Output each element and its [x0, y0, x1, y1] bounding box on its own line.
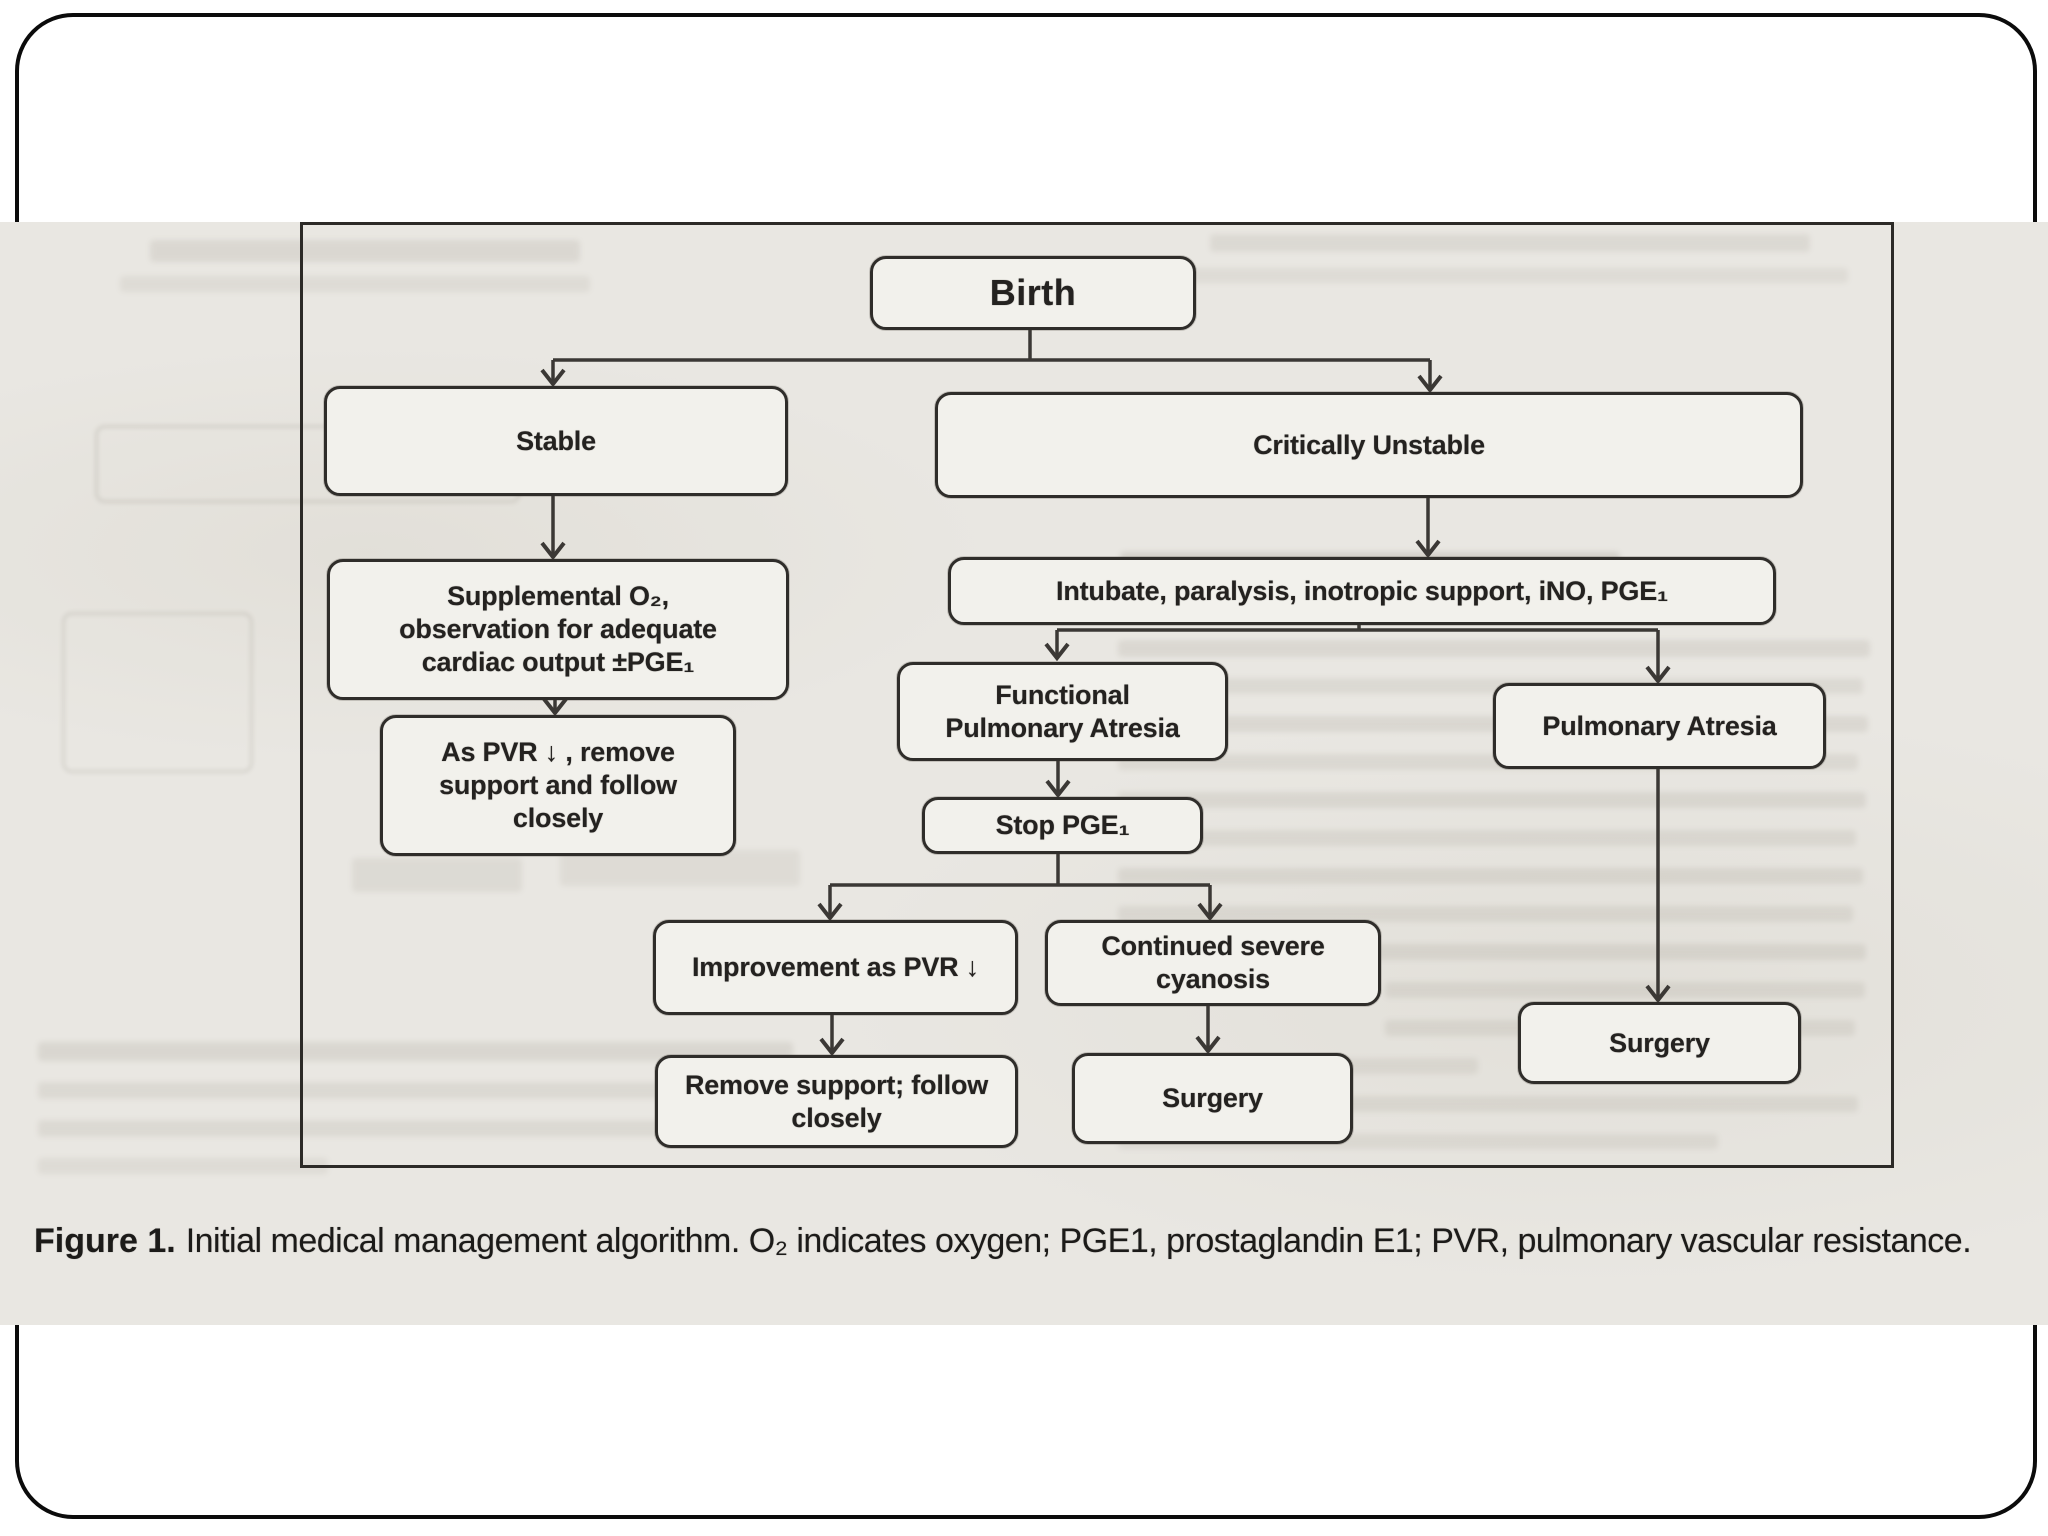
node-functional-pulmonary-atresia: Functional Pulmonary Atresia: [897, 662, 1228, 761]
node-pulmonary-atresia-label: Pulmonary Atresia: [1542, 710, 1777, 741]
node-supplemental-o2-label: Supplemental O₂, observation for adequat…: [399, 581, 717, 677]
node-stop-pge1-label: Stop PGE₁: [995, 810, 1130, 841]
node-birth-label: Birth: [989, 272, 1077, 314]
ghost-text-smudge: [38, 1082, 773, 1099]
figure-caption: Figure 1.Initial medical management algo…: [34, 1222, 2029, 1261]
node-supplemental-o2: Supplemental O₂, observation for adequat…: [327, 559, 789, 700]
figure-caption-number: Figure 1.: [34, 1222, 176, 1260]
node-functional-pulmonary-atresia-label: Functional Pulmonary Atresia: [945, 679, 1180, 743]
ghost-text-smudge: [38, 1120, 738, 1137]
node-stop-pge1: Stop PGE₁: [922, 797, 1203, 854]
ghost-text-smudge: [352, 858, 522, 892]
ghost-text-smudge: [1210, 234, 1810, 252]
node-as-pvr-remove-support: As PVR ↓ , remove support and follow clo…: [380, 715, 736, 856]
ghost-text-smudge: [1118, 906, 1853, 922]
ghost-text-smudge: [150, 240, 580, 262]
ghost-text-smudge: [1118, 830, 1856, 846]
ghost-text-smudge: [38, 1158, 328, 1174]
node-stable: Stable: [324, 386, 788, 496]
figure-caption-text: Initial medical management algorithm. O₂…: [185, 1222, 1972, 1260]
ghost-text-smudge: [38, 1042, 793, 1061]
node-continued-severe-cyanosis-label: Continued severe cyanosis: [1101, 931, 1325, 994]
ghost-text-smudge: [1118, 268, 1848, 283]
ghost-text-smudge: [120, 276, 590, 292]
flowchart-frame: [300, 222, 1894, 1168]
node-stable-label: Stable: [516, 425, 596, 456]
node-pulmonary-atresia: Pulmonary Atresia: [1493, 683, 1826, 769]
ghost-text-smudge: [1118, 640, 1870, 657]
node-continued-severe-cyanosis: Continued severe cyanosis: [1045, 920, 1381, 1006]
node-surgery-cyanosis: Surgery: [1072, 1053, 1353, 1144]
ghost-text-smudge: [1118, 792, 1866, 808]
node-improvement-as-pvr: Improvement as PVR ↓: [653, 920, 1018, 1015]
ghost-text-smudge: [560, 850, 800, 886]
node-surgery-atresia: Surgery: [1518, 1002, 1801, 1084]
ghost-text-smudge: [1118, 868, 1863, 884]
node-remove-support-follow: Remove support; follow closely: [655, 1055, 1018, 1148]
node-surgery-atresia-label: Surgery: [1609, 1027, 1710, 1058]
ghost-box-outline: [62, 612, 253, 773]
node-intubate-paralysis: Intubate, paralysis, inotropic support, …: [948, 557, 1776, 625]
node-remove-support-follow-label: Remove support; follow closely: [684, 1069, 989, 1133]
node-critically-unstable-label: Critically Unstable: [1253, 429, 1485, 460]
node-improvement-as-pvr-label: Improvement as PVR ↓: [691, 952, 980, 983]
node-critically-unstable: Critically Unstable: [935, 392, 1803, 498]
ghost-text-smudge: [1385, 982, 1865, 998]
node-birth: Birth: [870, 256, 1196, 330]
node-as-pvr-remove-support-label: As PVR ↓ , remove support and follow clo…: [439, 737, 677, 833]
node-surgery-cyanosis-label: Surgery: [1162, 1083, 1263, 1114]
node-intubate-paralysis-label: Intubate, paralysis, inotropic support, …: [1056, 575, 1668, 606]
